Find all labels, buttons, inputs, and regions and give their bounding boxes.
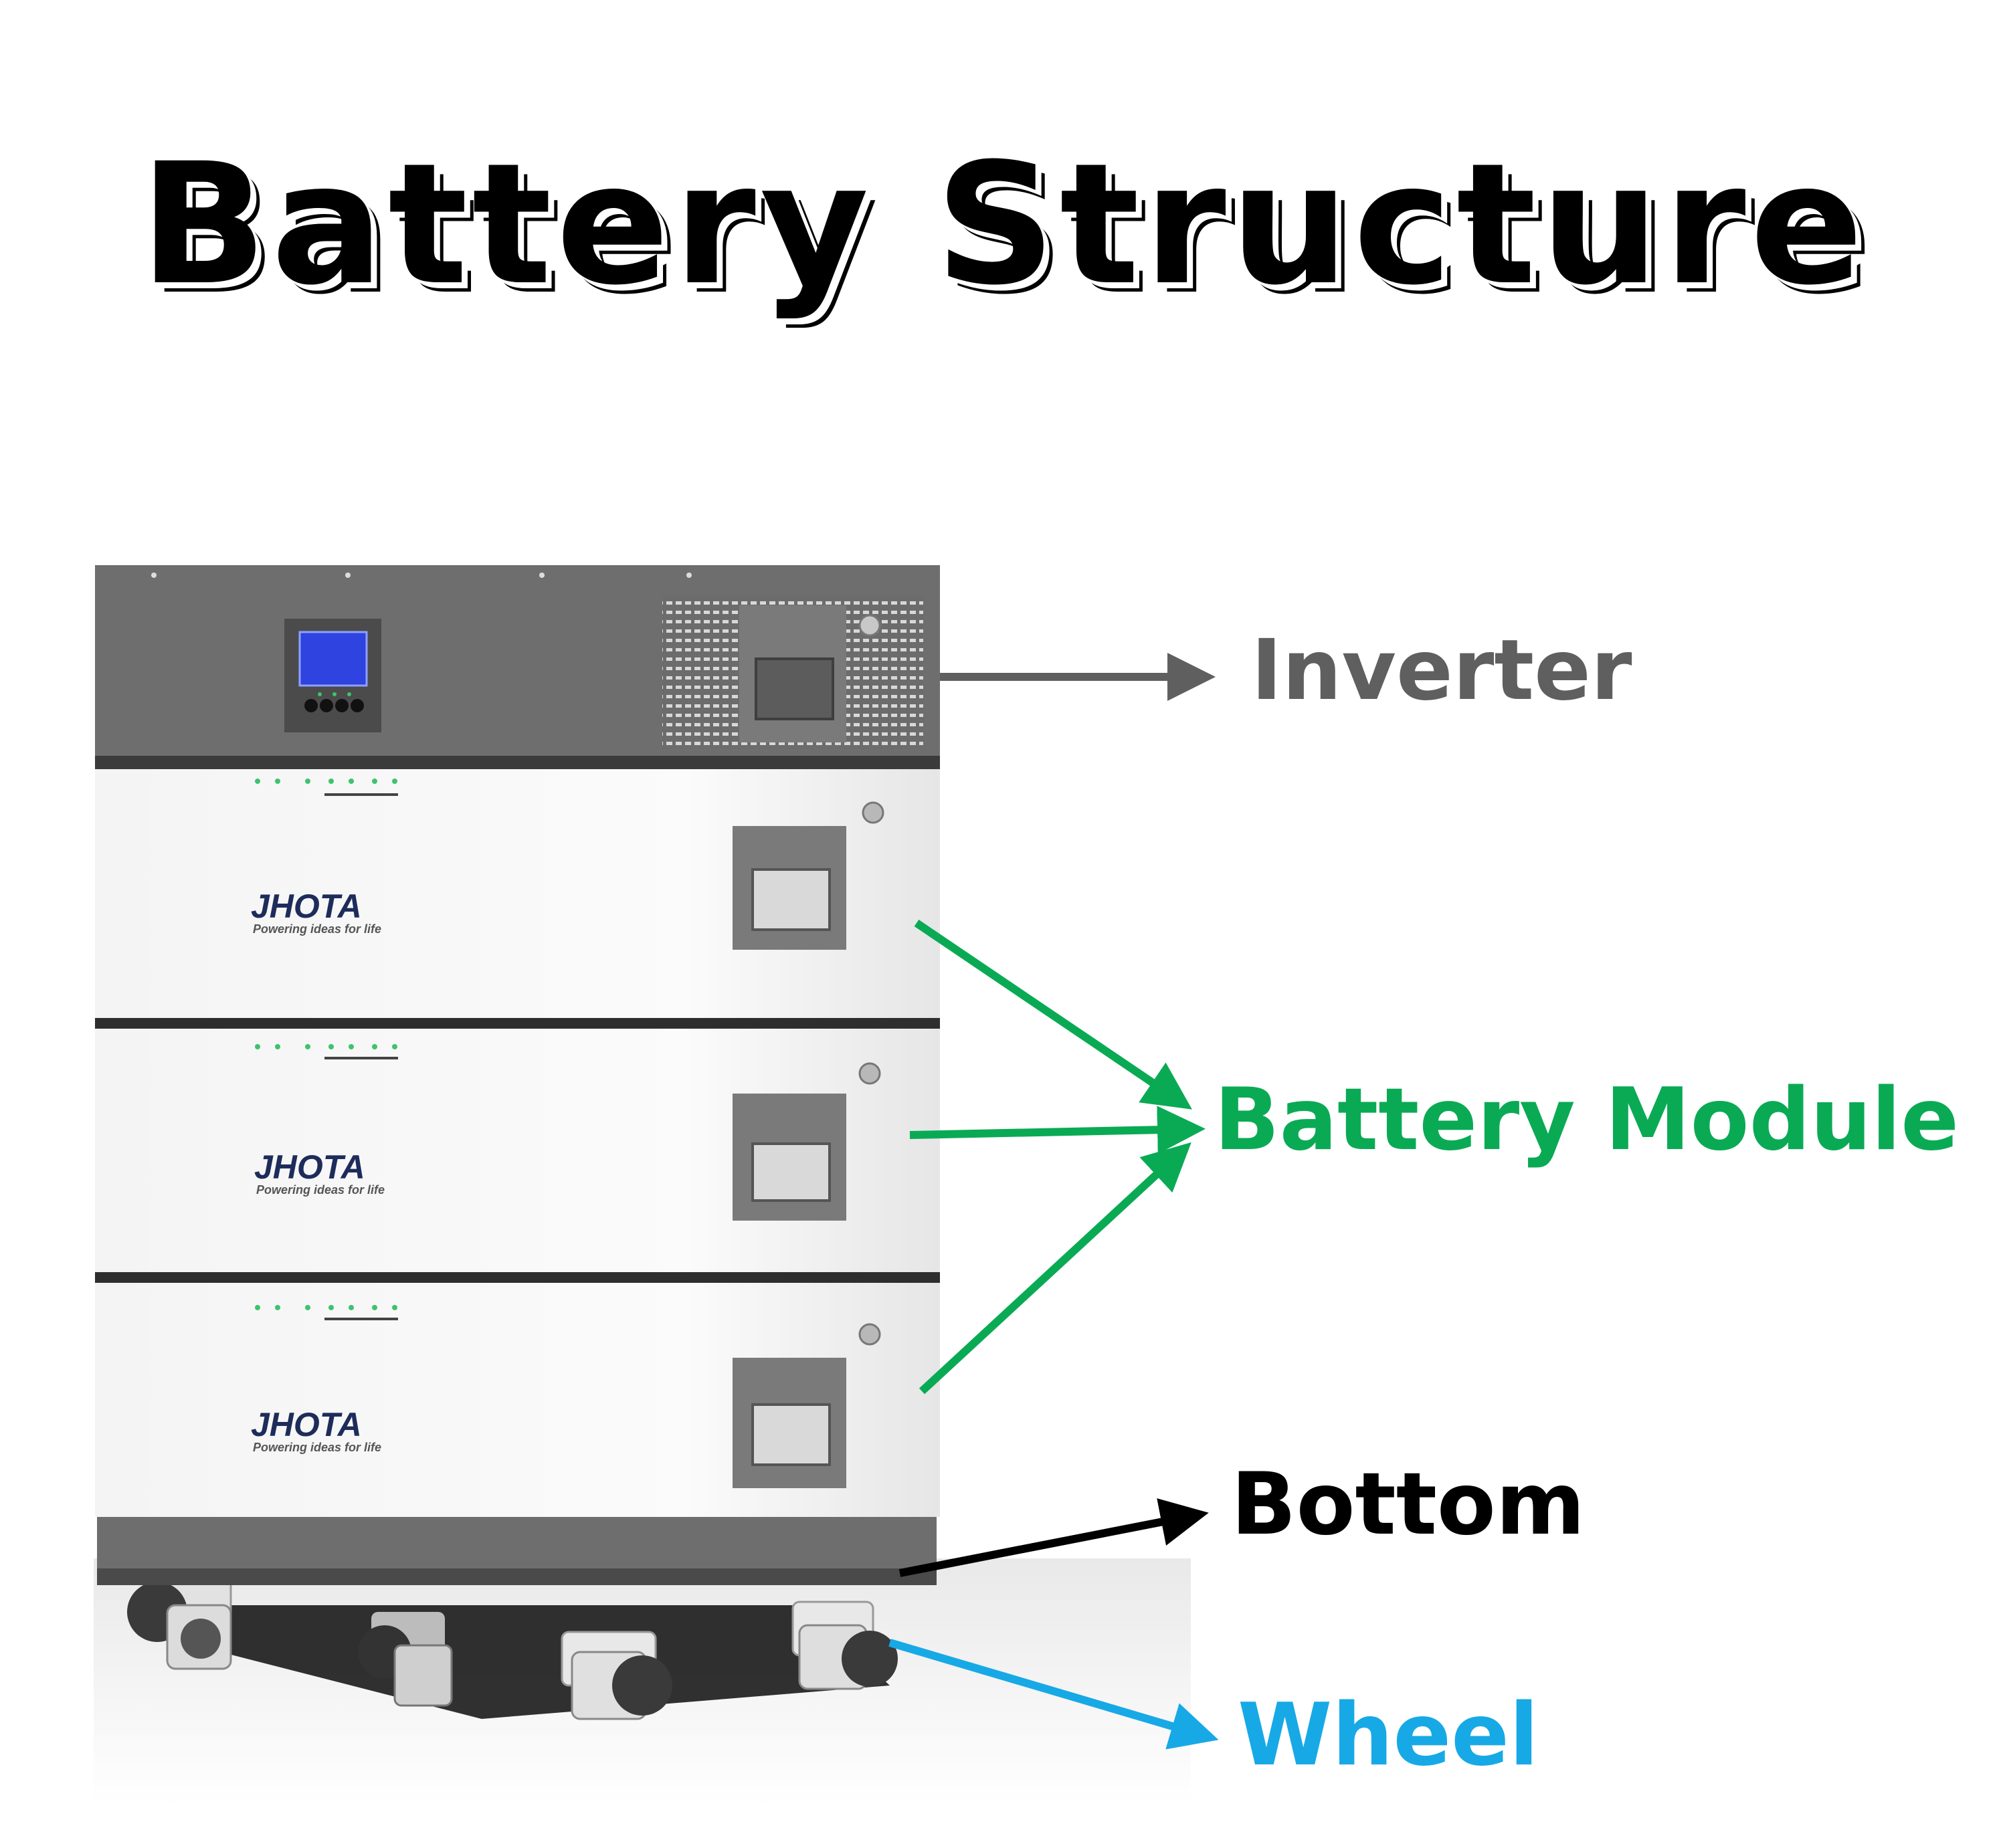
battery-module-2	[95, 1029, 940, 1283]
arrow-battery-module-1	[914, 920, 1192, 1110]
label-battery-module: Battery Module	[1214, 1070, 1959, 1170]
brand-logo: JHOTA	[251, 1406, 362, 1443]
brand-logo: JHOTA	[254, 1148, 365, 1186]
brand-tagline: Powering ideas for life	[253, 1441, 381, 1454]
wheel-front-right	[791, 1601, 898, 1690]
brand-tagline: Powering ideas for life	[256, 1183, 385, 1197]
status-leds	[255, 779, 397, 784]
wheel-front-center	[561, 1631, 672, 1720]
bottom-base	[97, 1515, 937, 1585]
key-lock-icon	[862, 801, 884, 824]
battery-module-3	[95, 1283, 940, 1517]
inverter-handle	[739, 605, 881, 742]
brand-logo: JHOTA	[251, 888, 362, 925]
module-handle	[733, 1094, 846, 1221]
battery-module-1	[95, 768, 940, 1029]
control-panel	[284, 619, 381, 732]
brand-tagline: Powering ideas for life	[253, 922, 381, 936]
brand-logos: JHOTA Powering ideas for life JHOTA Powe…	[251, 888, 385, 1454]
arrow-wheel	[888, 1639, 1219, 1750]
key-lock-icon	[858, 1323, 881, 1346]
arrow-battery-module-2	[909, 1106, 1206, 1154]
label-inverter: Inverter	[1251, 622, 1632, 719]
arrow-battery-module-3	[919, 1142, 1191, 1395]
wheel-rear-left	[358, 1612, 453, 1707]
arrow-bottom	[898, 1498, 1209, 1577]
diagram-title: Battery Structure	[138, 125, 1868, 324]
module-handle	[733, 1358, 846, 1488]
lcd-screen	[298, 631, 368, 687]
wheels	[127, 1564, 898, 1720]
module-handle	[733, 826, 846, 950]
key-lock-icon	[858, 1062, 881, 1085]
inverter-unit	[95, 565, 940, 769]
label-wheel: Wheel	[1238, 1685, 1539, 1785]
label-bottom: Bottom	[1231, 1455, 1586, 1554]
